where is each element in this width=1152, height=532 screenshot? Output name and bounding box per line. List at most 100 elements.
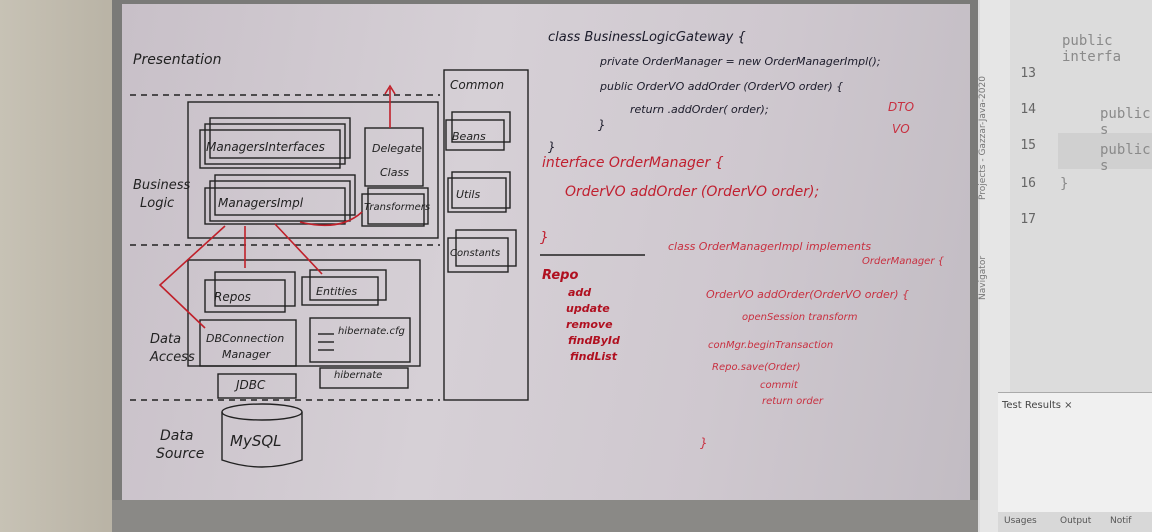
arrow-line [274, 223, 323, 275]
repo-title: Repo [542, 268, 579, 283]
layer-label-data-source-1: Data [160, 428, 194, 444]
box-label-entities: Entities [316, 285, 358, 298]
constants-box [447, 237, 509, 273]
line-number: 15 [1020, 138, 1036, 153]
layer-label-presentation: Presentation [133, 52, 222, 68]
data-access-box [187, 259, 421, 367]
box-label-dbconnection: DBConnection [206, 332, 285, 345]
layer-label-data: Data [150, 332, 182, 347]
common-constants: Constants [450, 248, 501, 259]
wall [0, 0, 130, 532]
layer-label-business: Business [133, 178, 191, 193]
code-red-vo: VO [892, 122, 910, 136]
line-number: 14 [1020, 102, 1036, 117]
stack-shadow [451, 111, 511, 143]
code-red-dto: DTO [888, 100, 915, 114]
code-black-line: private OrderManager = new OrderManagerI… [600, 55, 881, 68]
code-red-impl-body: commit [760, 380, 798, 391]
code-red-impl-body: Repo.save(Order) [712, 362, 801, 373]
box-label-transformers: Transformers [364, 202, 431, 213]
arrow-line [158, 225, 226, 329]
stack-shadow [209, 180, 351, 222]
test-results-panel [998, 392, 1152, 513]
mysql-cylinder-body [221, 412, 303, 468]
code-red-impl-1: class OrderManagerImpl implements [668, 240, 872, 253]
stack-shadow [214, 271, 296, 307]
line-number: 17 [1020, 212, 1036, 227]
whiteboard [122, 4, 970, 500]
code-black-line: } [598, 118, 606, 132]
code-black-line: class BusinessLogicGateway { [548, 30, 746, 45]
stack-shadow [204, 123, 346, 165]
stack-shadow [309, 269, 387, 301]
layer-label-data-source-2: Source [156, 446, 205, 462]
stack-shadow [367, 187, 429, 225]
repo-item: update [566, 302, 610, 315]
status-notifications[interactable]: Notif [1110, 516, 1132, 526]
ide-statusbar: Usages Output Notif [998, 512, 1152, 532]
code-black-line: } [548, 140, 556, 154]
arrow-head [384, 84, 396, 95]
hibernate-box [319, 367, 409, 389]
line-number: 16 [1020, 176, 1036, 191]
beans-box [445, 119, 505, 151]
code-red-impl-body: conMgr.beginTransaction [708, 340, 834, 351]
stack-shadow [209, 117, 351, 159]
box-label-delegate: Delegate [372, 142, 422, 155]
code-red-interface: interface OrderManager { [542, 155, 724, 171]
code-red-impl-method: OrderVO addOrder(OrderVO order) { [706, 288, 910, 301]
box-label-jdbc: JDBC [236, 378, 266, 392]
code-red-method: OrderVO addOrder (OrderVO order); [565, 184, 820, 200]
repos-box [204, 279, 286, 313]
code-red-impl-close: } [700, 436, 708, 450]
code-red-impl-body: return order [762, 396, 823, 407]
repo-item: findList [570, 350, 617, 363]
utils-box [447, 177, 507, 213]
stack-shadow [451, 171, 511, 209]
repo-item: findById [568, 334, 620, 347]
repo-item: remove [566, 318, 613, 331]
code-highlight [1058, 133, 1152, 169]
jdbc-box [217, 373, 297, 399]
code-black-line: return .addOrder( order); [630, 103, 769, 116]
box-label-mysql: MySQL [230, 432, 282, 450]
stack-shadow [455, 229, 517, 267]
box-label-manager: Manager [222, 348, 271, 361]
code-line: } [1060, 176, 1069, 192]
entities-box [301, 276, 379, 306]
box-label-hibernate-cfg: hibernate.cfg [338, 326, 405, 337]
stack-shadow [214, 174, 356, 216]
common-title: Common [450, 78, 505, 92]
dbconnection-box [199, 319, 297, 367]
hibernate-cfg-box [309, 317, 411, 363]
delegate-class-box [364, 127, 424, 187]
box-label-class: Class [380, 166, 409, 179]
line-number: 13 [1020, 66, 1036, 81]
repo-item: add [568, 286, 592, 299]
code-line: public s [1100, 142, 1151, 174]
code-red-impl-body: openSession transform [742, 312, 858, 323]
box-label-managers-impl: ManagersImpl [218, 196, 304, 210]
layer-label-logic: Logic [140, 196, 175, 211]
mysql-cylinder-top [221, 403, 303, 421]
marker-tray [112, 500, 980, 532]
arrow-line [299, 211, 363, 227]
code-line: public s [1100, 106, 1151, 138]
box-label-hibernate: hibernate [334, 370, 383, 381]
code-red-close: } [540, 230, 549, 246]
transformers-box [361, 193, 425, 227]
box-label-repos: Repos [214, 290, 251, 304]
code-red-impl-2: OrderManager { [862, 256, 944, 267]
code-black-line: public OrderVO addOrder (OrderVO order) … [600, 80, 844, 93]
managers-interfaces-box [199, 129, 341, 169]
common-beans: Beans [452, 130, 486, 143]
status-output[interactable]: Output [1060, 516, 1092, 526]
common-utils: Utils [456, 188, 481, 201]
test-results-tab[interactable]: Test Results × [1002, 400, 1073, 411]
status-usages[interactable]: Usages [1004, 516, 1037, 526]
box-label-managers-interfaces: ManagersInterfaces [206, 140, 325, 154]
code-line: public interfa [1062, 33, 1122, 65]
business-logic-box [187, 101, 439, 239]
layer-label-access: Access [150, 350, 195, 365]
